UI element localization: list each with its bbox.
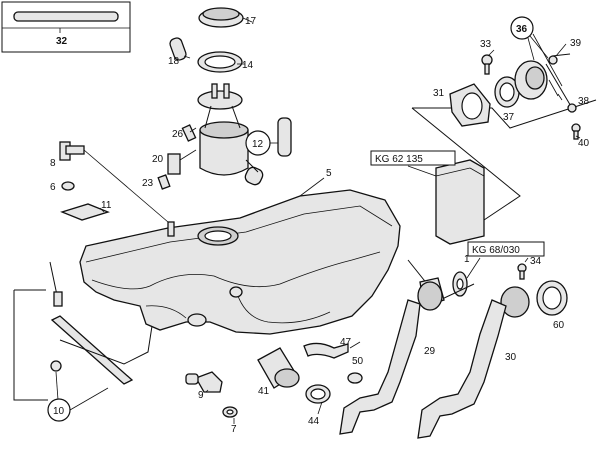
callout-7: 7 <box>231 424 237 435</box>
callout-20: 20 <box>152 154 164 165</box>
callout-11: 11 <box>101 200 112 211</box>
upper-right-components <box>449 16 581 140</box>
callout-50: 50 <box>352 356 364 367</box>
callout-14: 14 <box>242 60 254 71</box>
callout-40: 40 <box>578 138 590 149</box>
callout-30: 30 <box>505 352 517 363</box>
callout-10: 10 <box>53 406 65 417</box>
callout-12: 12 <box>252 139 264 150</box>
fuel-pump-assembly <box>157 7 292 190</box>
sender-box-area: KG 62 135 KG 68/030 <box>370 150 545 297</box>
callout-1: 1 <box>464 254 470 265</box>
callout-29: 29 <box>424 346 436 357</box>
callout-36: 36 <box>516 24 528 35</box>
leader-lines <box>99 43 581 424</box>
callout-41: 41 <box>258 386 270 397</box>
callout-47: 47 <box>340 337 352 348</box>
callout-labels: 17 18 14 26 12 20 23 5 8 6 11 10 33 36 3… <box>50 16 590 435</box>
callout-5: 5 <box>326 168 332 179</box>
callout-44: 44 <box>308 416 320 427</box>
callout-9: 9 <box>198 390 204 401</box>
filler-pipes <box>339 263 568 439</box>
callout-23: 23 <box>142 178 154 189</box>
callout-12-circle <box>245 130 271 156</box>
callout-34: 34 <box>530 256 542 267</box>
ref-kg-68-030: KG 68/030 <box>472 245 520 256</box>
callout-39: 39 <box>570 38 582 49</box>
callout-31: 31 <box>433 88 445 99</box>
callout-60: 60 <box>553 320 565 331</box>
callout-6: 6 <box>50 182 56 193</box>
fuel-tank <box>79 189 401 335</box>
callout-18: 18 <box>168 56 180 67</box>
lower-components <box>185 342 363 418</box>
callout-38: 38 <box>578 96 590 107</box>
left-side-components <box>13 141 169 422</box>
part-32-inset: 32 <box>1 1 131 53</box>
callout-8: 8 <box>50 158 56 169</box>
callout-32: 32 <box>56 36 68 47</box>
callout-17: 17 <box>245 16 257 27</box>
callout-37: 37 <box>503 112 515 123</box>
callout-26: 26 <box>172 129 184 140</box>
callout-33: 33 <box>480 39 492 50</box>
ref-kg-62-135: KG 62 135 <box>375 154 423 165</box>
